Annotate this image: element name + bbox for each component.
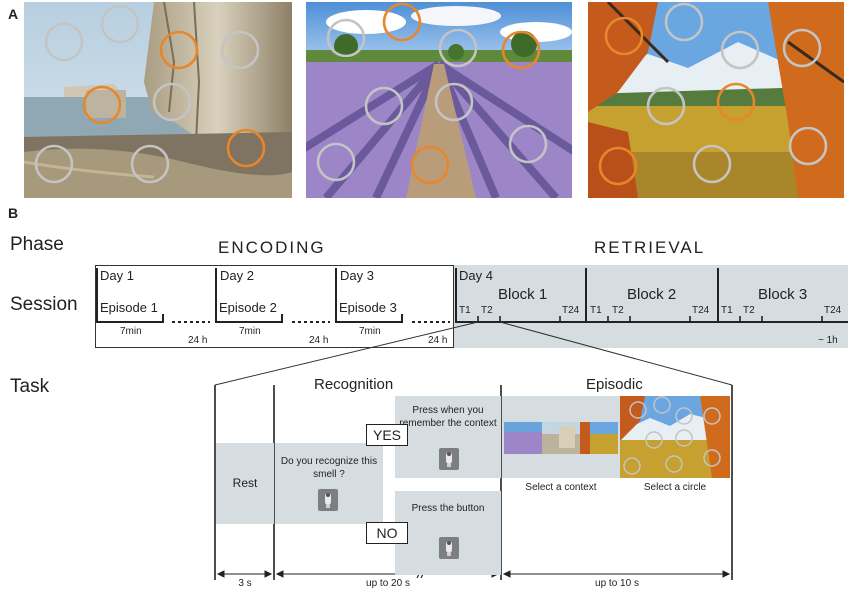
photo-lavender-context: [306, 2, 572, 198]
yes-instruction-text: Press when you remember the context: [399, 405, 497, 429]
encoding-session-box: [95, 265, 454, 348]
episode-2-duration: 7min: [239, 326, 261, 337]
episode-1-label: Episode 1: [100, 300, 158, 315]
encoding-phase-title: ENCODING: [218, 238, 326, 257]
rest-box: [216, 443, 274, 524]
recognition-title: Recognition: [314, 376, 394, 393]
episodic-title: Episodic: [586, 376, 643, 393]
context-thumbnails: [504, 422, 618, 454]
day-1-label: Day 1: [100, 268, 134, 283]
trial-t2-block-3: T2: [743, 305, 755, 316]
episode-2-label: Episode 2: [219, 300, 277, 315]
button-press-icon: [439, 448, 459, 470]
select-circle-image: [620, 396, 730, 478]
trial-t2-block-1: T2: [481, 305, 493, 316]
button-press-icon: [318, 489, 338, 511]
trial-t24-block-3: T24: [824, 305, 842, 316]
episode-1-duration: 7min: [120, 326, 142, 337]
episode-3-duration: 7min: [359, 326, 381, 337]
phase-label: Phase: [10, 234, 64, 255]
episodic-duration-label: up to 10 s: [595, 578, 639, 589]
trial-t1-block-3: T1: [721, 305, 733, 316]
no-instruction-text: Press the button: [411, 503, 485, 514]
day-4-label: Day 4: [459, 268, 493, 283]
rest-label: Rest: [232, 476, 258, 490]
select-circle-text: Select a circle: [643, 482, 707, 493]
interval-3-label: 24 h: [428, 335, 448, 346]
task-label: Task: [10, 376, 50, 397]
episode-3-label: Episode 3: [339, 300, 397, 315]
trial-t1-block-1: T1: [459, 305, 471, 316]
day-2-label: Day 2: [220, 268, 254, 283]
session-label: Session: [10, 294, 78, 315]
block-3-label: Block 3: [758, 286, 808, 303]
retrieval-phase-title: RETRIEVAL: [594, 238, 706, 257]
no-response-box: [395, 491, 501, 575]
trial-t1-block-2: T1: [590, 305, 602, 316]
photo-autumn-context: [588, 2, 844, 198]
retrieval-session-background: [454, 265, 848, 348]
retrieval-duration-label: ~ 1h: [818, 335, 838, 346]
panel-b-letter: B: [8, 205, 19, 221]
block-1-label: Block 1: [498, 286, 548, 303]
trial-t2-block-2: T2: [612, 305, 624, 316]
rest-duration-label: 3 s: [238, 578, 252, 589]
interval-2-label: 24 h: [309, 335, 329, 346]
interval-1-label: 24 h: [188, 335, 208, 346]
trial-t24-block-2: T24: [692, 305, 710, 316]
trial-t24-block-1: T24: [562, 305, 580, 316]
panel-a-letter: A: [8, 6, 19, 22]
day-3-label: Day 3: [340, 268, 374, 283]
select-context-text: Select a context: [525, 482, 597, 493]
recognition-question-text: Do you recognize this smell ?: [280, 456, 378, 480]
no-label: NO: [366, 522, 408, 544]
button-press-icon: [439, 537, 459, 559]
yes-label: YES: [366, 424, 408, 446]
recognition-duration-label: up to 20 s: [366, 578, 410, 589]
block-2-label: Block 2: [627, 286, 677, 303]
photo-cliff-context: [24, 2, 292, 198]
